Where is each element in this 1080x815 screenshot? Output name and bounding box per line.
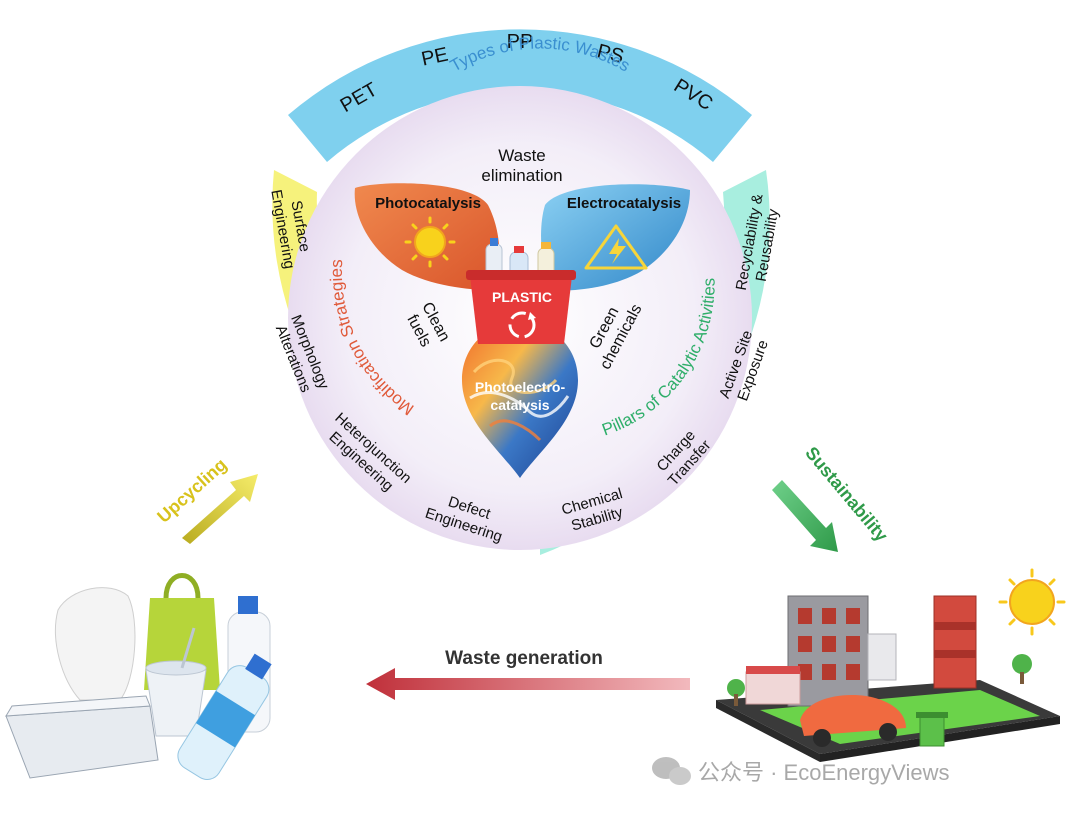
sun-icon [404,216,456,268]
waste-generation-label: Waste generation [445,648,603,669]
watermark-text: 公众号 · EcoEnergyViews [698,760,949,785]
ring-band-top [288,29,752,162]
wechat-icon [652,757,691,785]
plastic-type-pe: PE [419,44,450,71]
plastic-type-pp: PP [507,31,534,53]
lightning-warning-icon [584,224,648,270]
plastic-bin-label: PLASTIC [492,289,552,305]
plastic-waste-illustration [5,573,272,780]
waste-generation-arrow [366,668,690,700]
sun-icon-city [998,568,1066,636]
recycle-icon [508,311,536,339]
photoelectrocatalysis-label: Photoelectro- [475,379,566,395]
clean-fuels-label: Clean fuels [403,300,453,350]
recycling-bin-icon [916,712,948,747]
upcycling-arrow [182,474,258,544]
waste-elimination-label: Waste [498,146,546,165]
electrocatalysis-petal [541,184,690,291]
car-icon [800,695,906,747]
electrocatalysis-label: Electrocatalysis [567,195,681,212]
strategy-surface-engineering: Surface Engineering [267,188,313,270]
plastic-bin-rim [466,270,576,280]
photoelectrocatalysis-label-line2: catalysis [490,397,549,413]
plastic-bin [470,276,572,344]
waste-elimination-label-line2: elimination [481,166,562,185]
sustainable-city-illustration [716,568,1066,762]
photocatalysis-label: Photocatalysis [375,195,481,212]
sustainability-arrow [772,480,838,552]
swirl-pattern [469,358,570,442]
